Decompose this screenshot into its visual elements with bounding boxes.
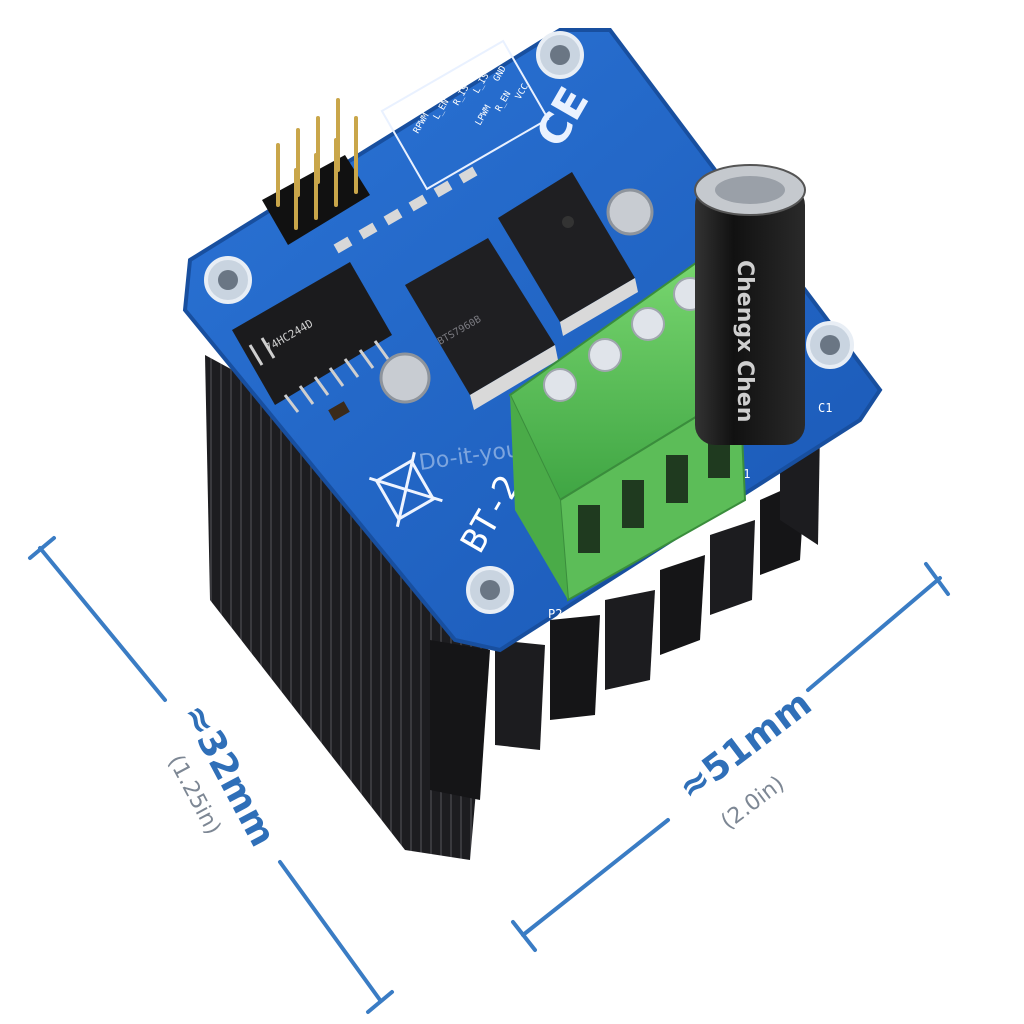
screw-icon: [606, 188, 654, 236]
dimension-height: [28, 536, 394, 1014]
capacitor-brand: Chengx Chen: [732, 260, 757, 422]
logic-ic-chip: 74HC244D: [232, 262, 392, 413]
pin-header: [262, 98, 370, 245]
electrolytic-capacitor: Chengx Chen: [694, 164, 806, 445]
screw-icon: [379, 352, 431, 404]
driver-chip-1: BTS7960B: [405, 238, 558, 410]
screw-terminal-block: [508, 258, 747, 602]
cap-label: C1: [818, 401, 832, 415]
connector-label: P2: [548, 607, 562, 621]
width-dimension-label: ≈51mm: [671, 683, 820, 809]
dimension-width: [511, 562, 950, 952]
driver-chip-2: [498, 172, 638, 336]
recycle-bin-crossed-icon: [368, 451, 443, 528]
mounting-holes: [204, 31, 854, 614]
smd-components: [328, 166, 478, 421]
